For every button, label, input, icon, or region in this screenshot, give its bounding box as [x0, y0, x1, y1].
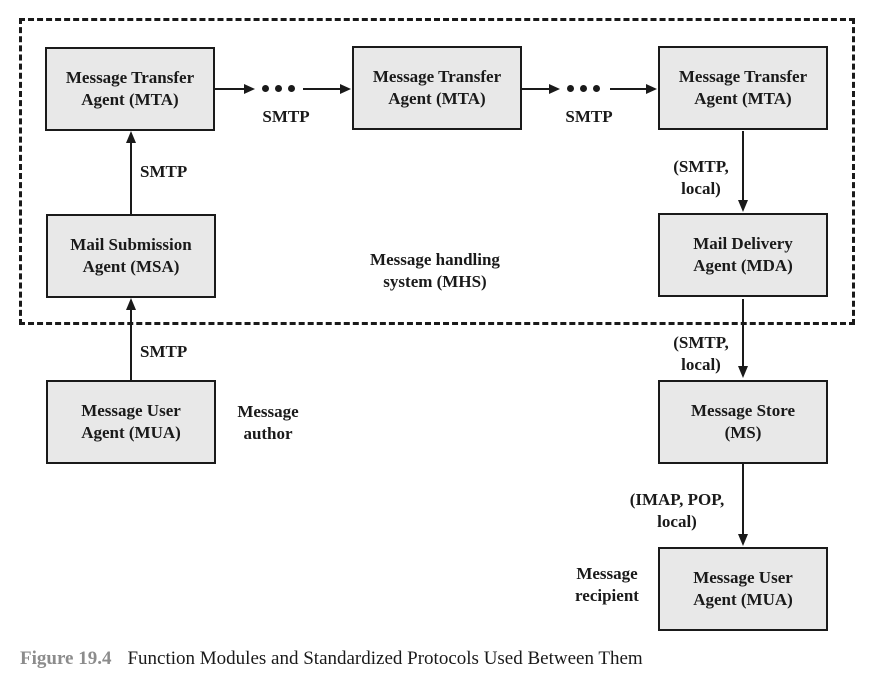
arrow-mta2-dots-head-icon [549, 84, 560, 94]
arrow-dots-mta3-head-icon [646, 84, 657, 94]
imap-pop-local-line2: local) [657, 512, 697, 531]
mua-recipient-box: Message User Agent (MUA) [658, 547, 828, 631]
mhs-label: Message handling system (MHS) [340, 249, 530, 293]
mua-recipient-label-line2: Agent (MUA) [693, 590, 793, 609]
message-author-line2: author [243, 424, 293, 443]
imap-pop-local-label: (IMAP, POP, local) [602, 489, 752, 533]
smtp-local-label-mta-mda: (SMTP, local) [656, 156, 746, 200]
ellipsis-dot-icon [593, 85, 600, 92]
message-recipient-line1: Message [576, 564, 638, 583]
mhs-label-line2: system (MHS) [383, 272, 487, 291]
arrow-mta2-dots-line [521, 88, 549, 90]
imap-pop-local-line1: (IMAP, POP, [629, 490, 725, 509]
arrow-mta3-mda-line [742, 131, 744, 200]
mta3-box: Message Transfer Agent (MTA) [658, 46, 828, 130]
msa-box: Mail Submission Agent (MSA) [46, 214, 216, 298]
arrow-dots-mta2-line [303, 88, 340, 90]
message-recipient-line2: recipient [575, 586, 639, 605]
mda-box: Mail Delivery Agent (MDA) [658, 213, 828, 297]
figure-caption: Figure 19.4 Function Modules and Standard… [20, 648, 643, 670]
arrow-ms-mua-line [742, 464, 744, 534]
ms-label-line2: (MS) [724, 423, 762, 442]
message-recipient-label: Message recipient [556, 563, 658, 607]
arrow-dots-mta2-head-icon [340, 84, 351, 94]
smtp-local-label-mda-ms: (SMTP, local) [656, 332, 746, 376]
mda-label-line1: Mail Delivery [693, 234, 793, 253]
arrow-mua-msa-line [130, 310, 132, 380]
message-author-line1: Message [237, 402, 299, 421]
mta2-box: Message Transfer Agent (MTA) [352, 46, 522, 130]
mhs-label-line1: Message handling [370, 250, 500, 269]
arrow-mta3-mda-head-icon [738, 200, 748, 212]
figure-caption-text: Function Modules and Standardized Protoc… [127, 648, 643, 669]
ellipsis-dot-icon [567, 85, 574, 92]
ellipsis-dot-icon [275, 85, 282, 92]
ellipsis-dot-icon [580, 85, 587, 92]
smtp-label-mta1-mta2: SMTP [262, 107, 310, 126]
arrow-dots-mta3-line [610, 88, 646, 90]
mua-author-label-line1: Message User [81, 401, 181, 420]
mta3-label-line2: Agent (MTA) [694, 89, 792, 108]
smtp-local-mta-mda-line2: local) [681, 179, 721, 198]
msa-label-line2: Agent (MSA) [82, 257, 180, 276]
smtp-label-msa-mta: SMTP [140, 162, 188, 181]
arrow-mua-msa-head-icon [126, 298, 136, 310]
mua-author-box: Message User Agent (MUA) [46, 380, 216, 464]
mda-label-line2: Agent (MDA) [693, 256, 793, 275]
ms-box: Message Store (MS) [658, 380, 828, 464]
smtp-local-mta-mda-line1: (SMTP, [673, 157, 729, 176]
mta1-label-line2: Agent (MTA) [81, 90, 179, 109]
mua-author-label-line2: Agent (MUA) [81, 423, 181, 442]
mta2-label-line1: Message Transfer [372, 67, 502, 86]
arrow-ms-mua-head-icon [738, 534, 748, 546]
arrow-mta1-dots-head-icon [244, 84, 255, 94]
arrow-mta1-dots-line [215, 88, 245, 90]
arrow-msa-mta1-line [130, 143, 132, 214]
mta2-label-line2: Agent (MTA) [388, 89, 486, 108]
mta1-label-line1: Message Transfer [65, 68, 195, 87]
smtp-label-mta2-mta3: SMTP [565, 107, 613, 126]
figure-number-label: Figure 19.4 [20, 648, 112, 669]
mta3-label-line1: Message Transfer [678, 67, 808, 86]
ms-label-line1: Message Store [690, 401, 796, 420]
smtp-local-mda-ms-line1: (SMTP, [673, 333, 729, 352]
arrow-mda-ms-line [742, 299, 744, 366]
message-author-label: Message author [224, 401, 312, 445]
arrow-msa-mta1-head-icon [126, 131, 136, 143]
msa-label-line1: Mail Submission [70, 235, 192, 254]
mua-recipient-label-line1: Message User [693, 568, 793, 587]
smtp-label-mua-msa: SMTP [140, 342, 188, 361]
mhs-boundary-dashed-rect [19, 18, 855, 325]
mta1-box: Message Transfer Agent (MTA) [45, 47, 215, 131]
arrow-mda-ms-head-icon [738, 366, 748, 378]
ellipsis-dot-icon [288, 85, 295, 92]
smtp-local-mda-ms-line2: local) [681, 355, 721, 374]
ellipsis-dot-icon [262, 85, 269, 92]
